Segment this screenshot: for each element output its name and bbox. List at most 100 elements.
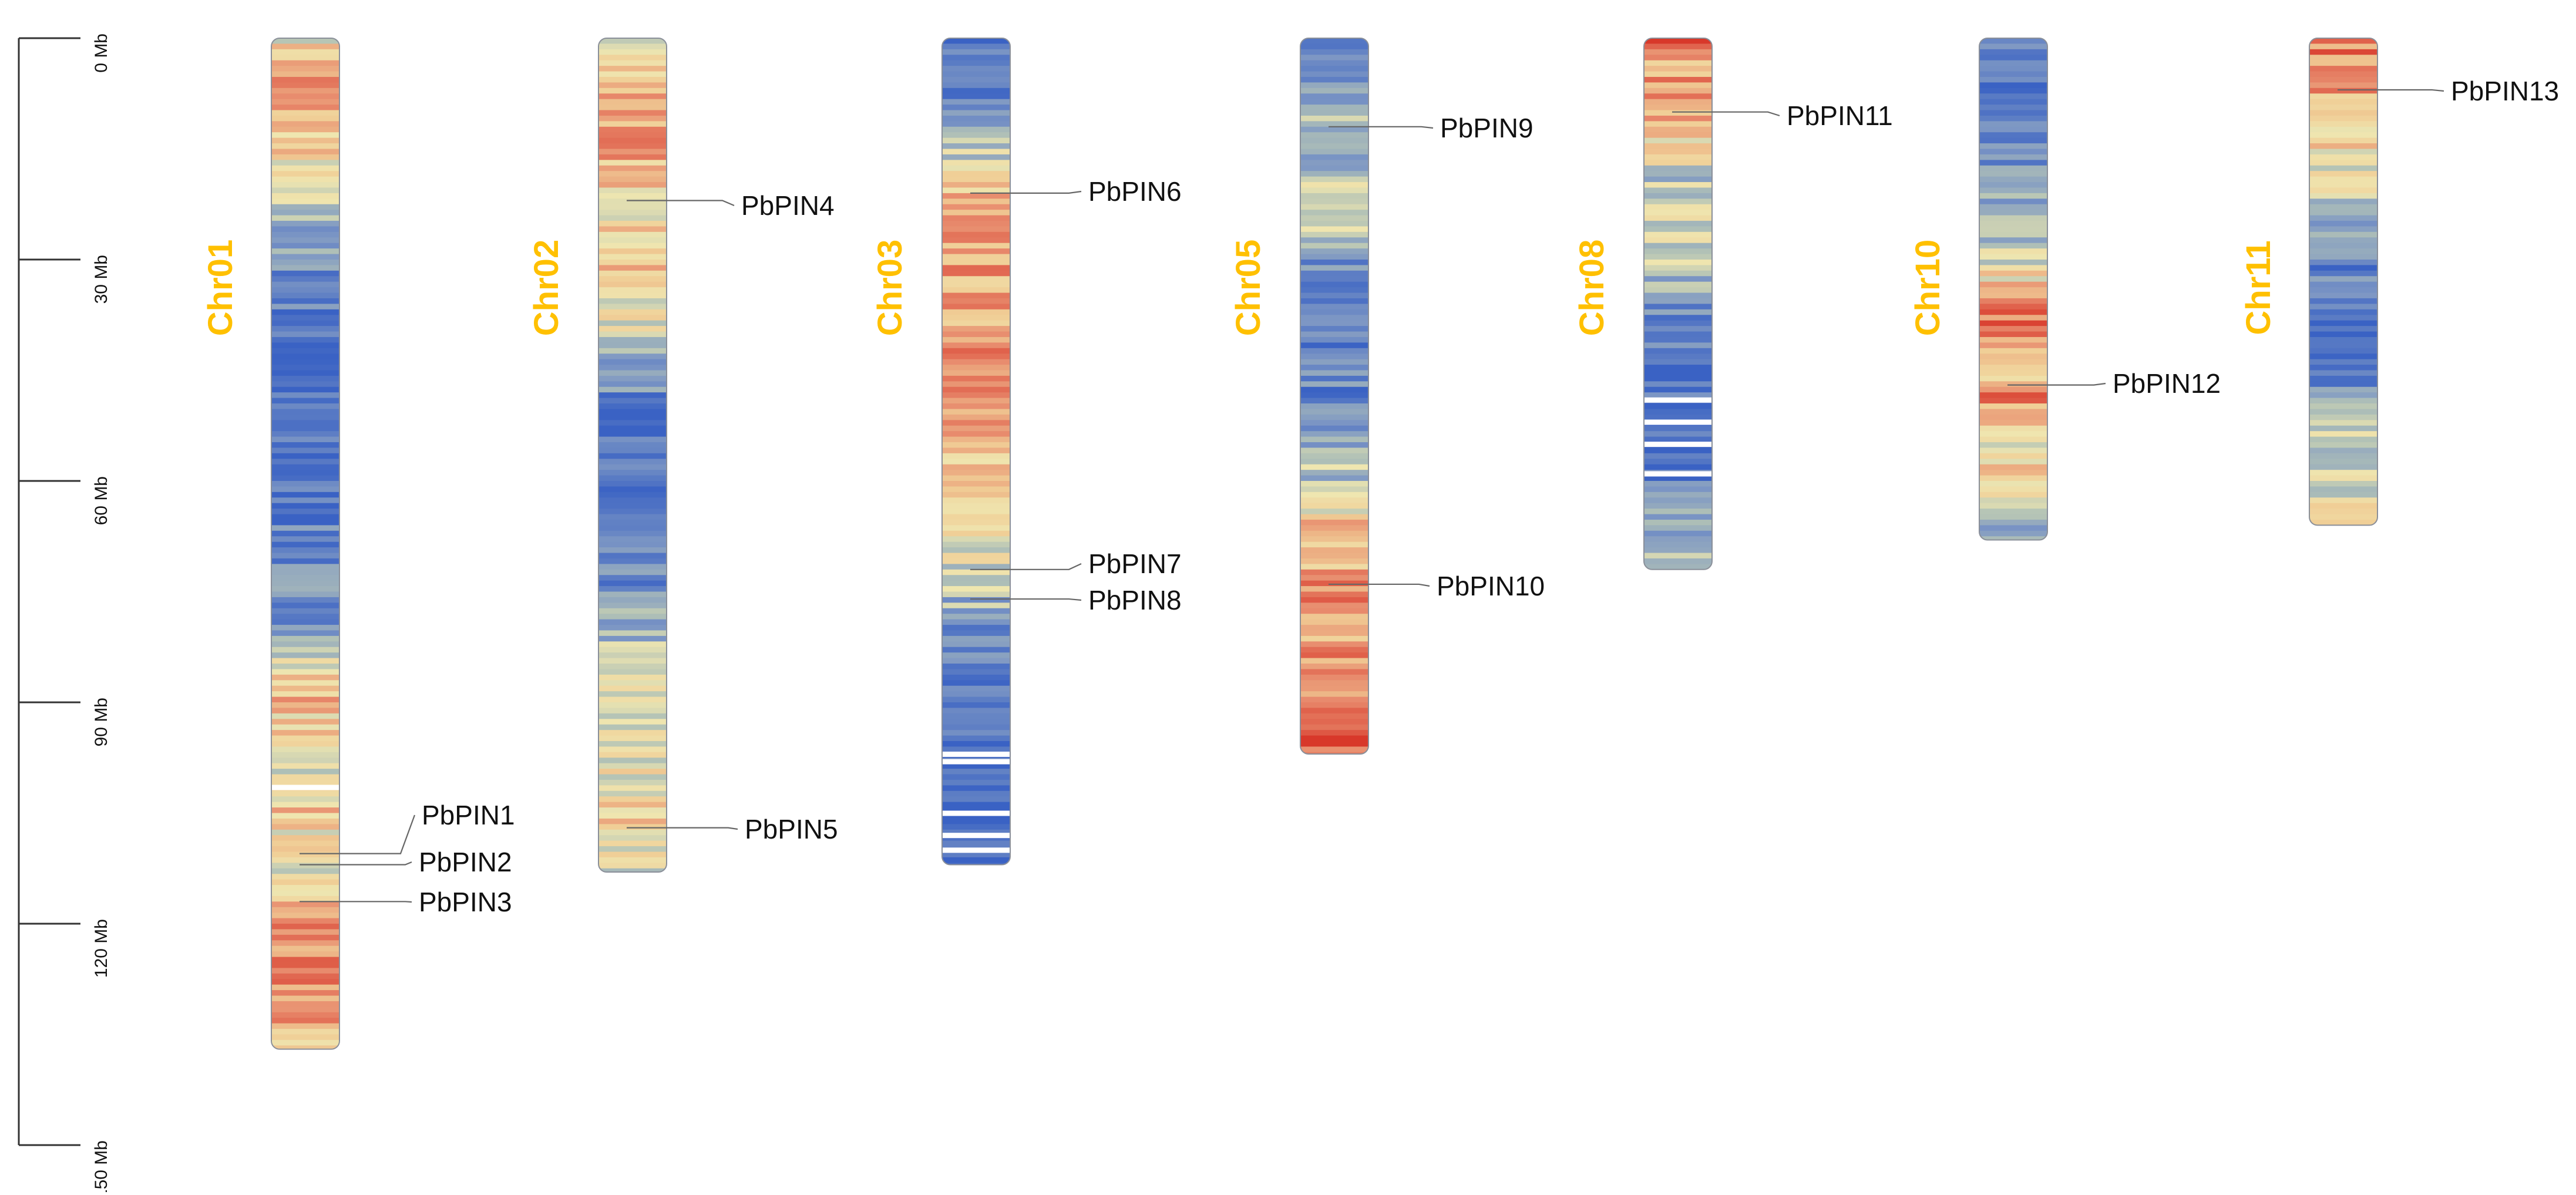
density-band [1300,110,1368,116]
density-band [598,569,667,575]
density-band [598,519,667,526]
density-band [271,597,339,603]
density-band [942,664,1010,670]
density-band [2309,126,2377,133]
density-band [1644,304,1712,310]
density-band [2309,149,2377,155]
density-band [1300,165,1368,171]
density-band [1300,724,1368,731]
density-band [598,608,667,614]
density-band [598,724,667,731]
density-band [1979,182,2047,188]
gene-leader-line [300,861,412,866]
density-band [1300,614,1368,620]
density-band [271,758,339,764]
density-band [1979,143,2047,150]
density-band [271,414,339,420]
density-band [2309,143,2377,150]
density-band [942,857,1010,863]
density-band [1300,740,1368,747]
density-band [942,453,1010,459]
chromosome-label: Chr08 [1573,240,1611,336]
density-band [942,608,1010,614]
density-band [271,243,339,249]
density-band [942,154,1010,160]
density-band [2309,171,2377,177]
density-band [1644,198,1712,205]
density-band [1300,685,1368,692]
density-band [942,115,1010,122]
density-band [271,752,339,758]
density-band [271,641,339,648]
density-band [1979,99,2047,105]
density-band [2309,226,2377,233]
density-band [598,453,667,459]
density-band [1300,625,1368,631]
density-band [1644,76,1712,83]
density-band [2309,370,2377,376]
density-band [598,132,667,139]
density-band [942,76,1010,83]
density-band [271,143,339,150]
density-band [271,221,339,227]
density-band [1300,342,1368,349]
density-band [598,774,667,780]
density-band [598,160,667,166]
density-band [942,254,1010,260]
density-band [598,420,667,426]
density-band [598,270,667,277]
density-band [598,619,667,625]
density-band [2309,121,2377,127]
density-band [271,851,339,858]
density-band [942,193,1010,199]
density-band [598,171,667,177]
density-band [942,359,1010,365]
density-band [271,359,339,365]
density-band [598,176,667,183]
density-band [271,276,339,282]
density-band [271,1001,339,1007]
density-band [1644,464,1712,470]
chromosome-outline [1643,38,1713,570]
density-band [271,530,339,537]
density-band [942,481,1010,487]
density-band [942,55,1010,61]
density-band [1644,55,1712,61]
density-band [1300,719,1368,725]
density-band [942,149,1010,155]
density-band [271,680,339,686]
gene-label-pbpin12: PbPIN12 [2113,368,2221,399]
density-band [1300,149,1368,155]
density-band [1644,486,1712,493]
density-band [1979,132,2047,139]
chromosome-outline [1979,38,2048,541]
density-band [2309,66,2377,72]
density-band [1979,298,2047,304]
density-band [271,763,339,769]
density-band [1979,536,2047,540]
chromosome-bands [1644,38,1712,570]
density-band [942,160,1010,166]
density-band [271,392,339,399]
density-band [1979,66,2047,72]
density-band [271,945,339,952]
density-band [942,470,1010,476]
density-band [271,403,339,410]
density-band [942,292,1010,299]
scale-tick-label: 120 Mb [92,919,111,978]
density-band [271,320,339,326]
density-band [598,359,667,365]
density-band [1300,486,1368,493]
density-band [598,281,667,288]
density-band [2309,403,2377,410]
density-band [1979,281,2047,288]
density-band [1644,564,1712,570]
density-band [598,292,667,299]
density-band [598,779,667,786]
density-band [598,348,667,354]
density-band [598,481,667,487]
density-band [1300,331,1368,338]
gene-label-pbpin9: PbPIN9 [1440,113,1534,143]
density-band [942,863,1010,865]
